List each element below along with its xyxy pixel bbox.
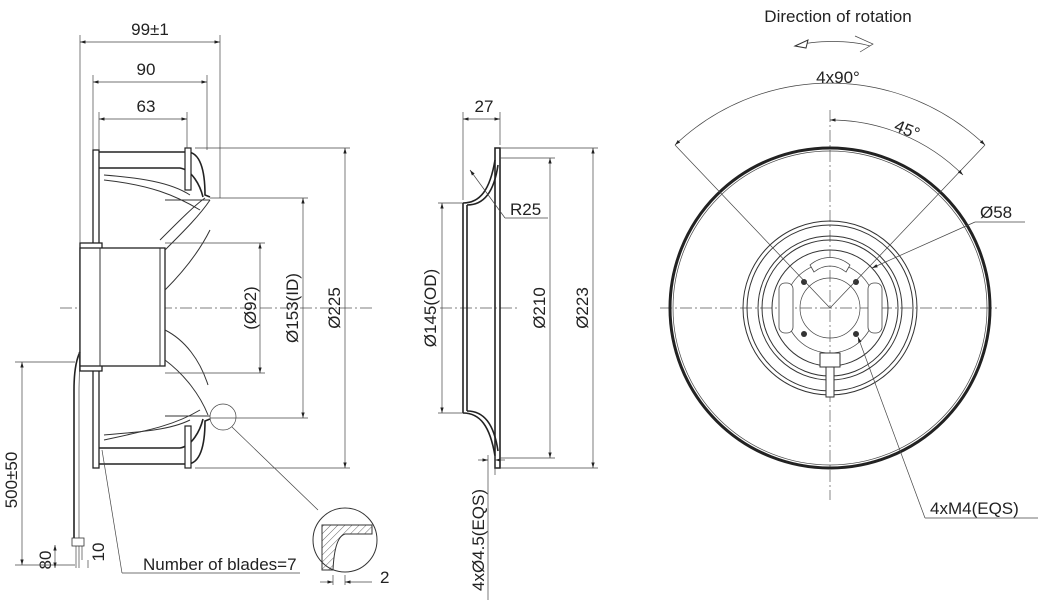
blades-count-note: Number of blades=7: [143, 555, 297, 574]
nozzle-view: 27 R25 Ø145(OD) Ø210 Ø223 4xØ4.5(EQS): [421, 97, 598, 600]
angle-spacing-label: 4x90°: [816, 68, 860, 87]
dim-inlet-diameter: Ø153(ID): [283, 273, 302, 343]
dim-nozzle-210: Ø210: [530, 287, 549, 329]
nozzle-radius: R25: [510, 200, 541, 219]
dim-10: 10: [89, 543, 108, 562]
dim-cable-length: 500±50: [2, 452, 21, 509]
front-view: Direction of rotation: [660, 7, 1038, 519]
dim-nozzle-depth: 27: [475, 97, 494, 116]
dim-diameter-58: Ø58: [980, 203, 1012, 222]
thread-holes-label: 4xM4(EQS): [930, 499, 1019, 518]
detail-dim: 2: [380, 568, 389, 587]
rotation-label: Direction of rotation: [764, 7, 911, 26]
dim-overall-length: 99±1: [131, 20, 169, 39]
dim-mounting-holes: 4xØ4.5(EQS): [469, 489, 488, 591]
dim-impeller-width: 90: [137, 60, 156, 79]
angle-offset-label: 45°: [892, 116, 923, 143]
side-view: 99±1 90 63 (Ø92) Ø153(ID) Ø225 500±50 80…: [2, 20, 389, 587]
dim-motor-width: 63: [137, 97, 156, 116]
dim-nozzle-od: Ø145(OD): [421, 269, 440, 347]
dim-hub-diameter: (Ø92): [241, 286, 260, 329]
dim-outer-diameter: Ø225: [325, 287, 344, 329]
dim-nozzle-223: Ø223: [573, 287, 592, 329]
dim-80: 80: [36, 551, 55, 570]
